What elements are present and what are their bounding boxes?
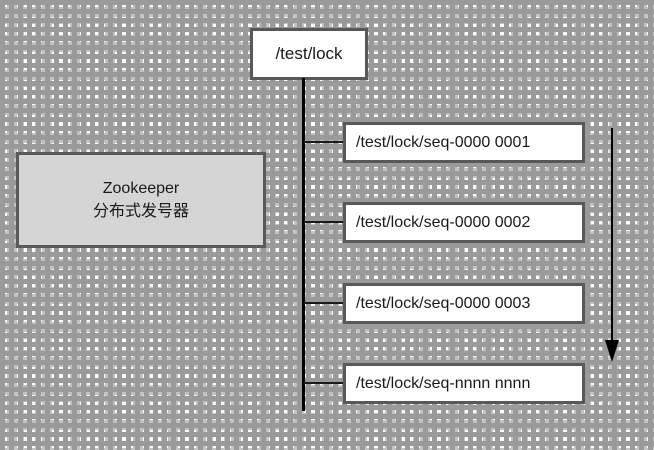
zookeeper-subtitle-label: 分布式发号器 [92,203,189,220]
zookeeper-actor-box[interactable]: Zookeeper 分布式发号器 [16,152,266,248]
branch-connector-1 [304,141,345,143]
sequence-node-3[interactable]: /test/lock/seq-0000 0003 [343,283,585,324]
sequence-node-2-label: /test/lock/seq-0000 0002 [356,213,531,231]
sequence-node-4[interactable]: /test/lock/seq-nnnn nnnn [343,363,585,404]
root-lock-node[interactable]: /test/lock [250,28,368,80]
sequence-node-3-label: /test/lock/seq-0000 0003 [356,294,531,312]
branch-connector-2 [304,221,345,223]
trunk-connector-line [302,78,305,411]
downward-arrow-icon [605,128,619,362]
branch-connector-4 [304,382,345,384]
zookeeper-title-label: Zookeeper [102,179,180,197]
root-lock-node-label: /test/lock [275,44,343,63]
sequence-node-1[interactable]: /test/lock/seq-0000 0001 [343,122,585,163]
sequence-node-1-label: /test/lock/seq-0000 0001 [356,133,531,151]
sequence-node-2[interactable]: /test/lock/seq-0000 0002 [343,202,585,243]
sequence-node-4-label: /test/lock/seq-nnnn nnnn [356,374,531,392]
branch-connector-3 [304,302,345,304]
